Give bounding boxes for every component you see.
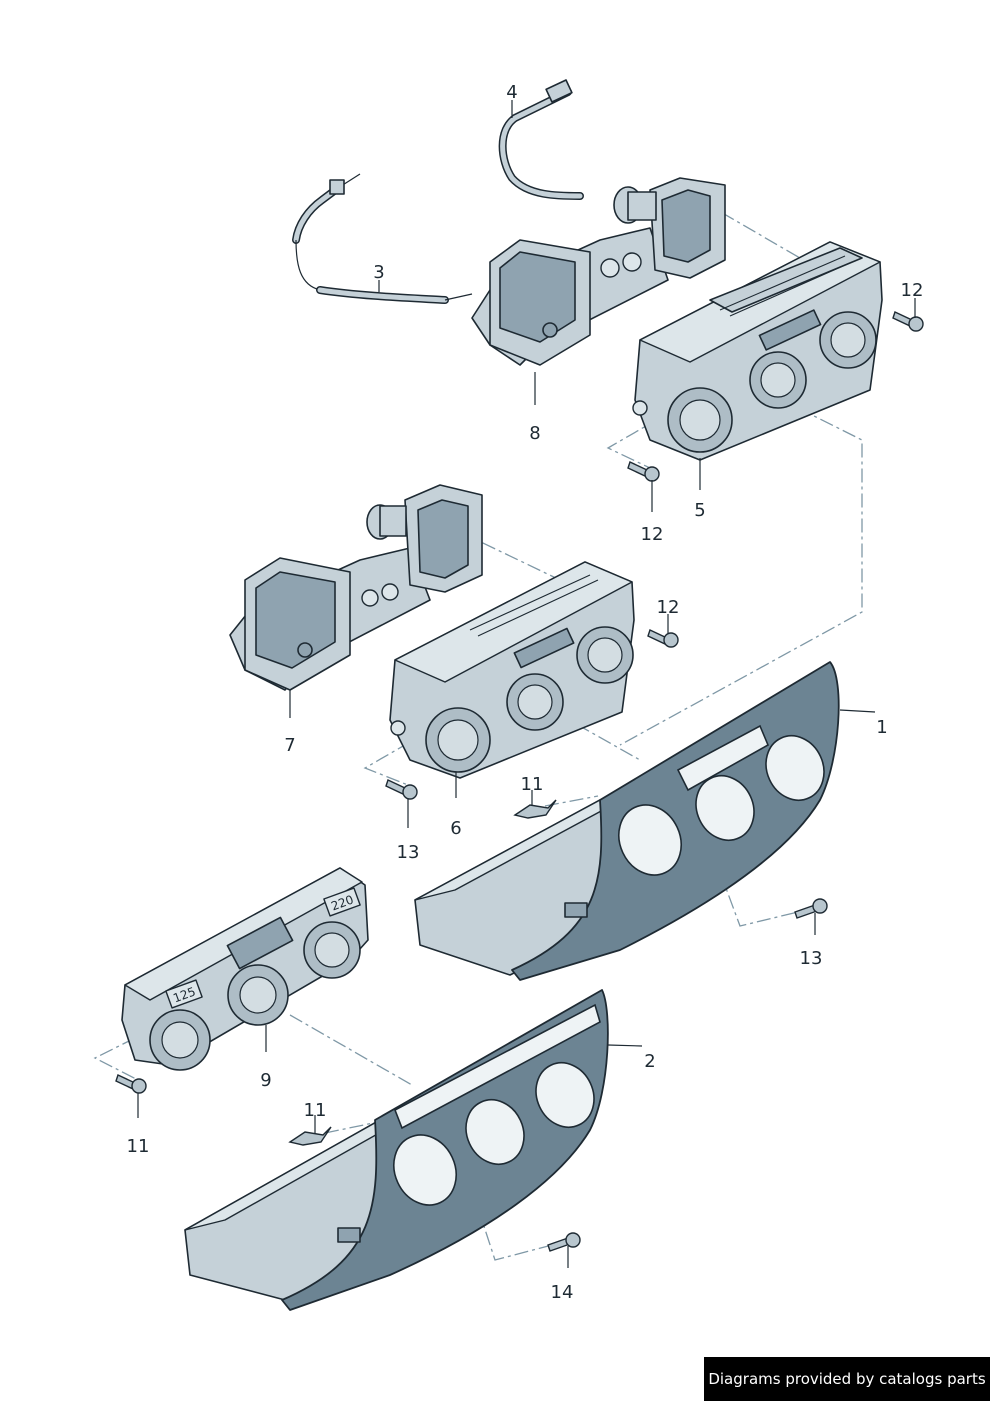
callout-2: 2 xyxy=(644,1051,655,1072)
callout-labels: 4 3 8 5 12 12 7 12 1 13 6 11 13 9 2 11 1… xyxy=(127,82,924,1303)
callout-11-upper: 11 xyxy=(521,774,544,795)
clip-11-upper xyxy=(513,799,557,819)
mounting-bracket-8 xyxy=(471,177,726,366)
callout-7: 7 xyxy=(284,735,295,756)
screw-14-bottom xyxy=(547,1232,581,1252)
mounting-bracket-7 xyxy=(229,484,483,691)
screw-13-top xyxy=(627,461,660,482)
credit-banner: Diagrams provided by catalogs parts xyxy=(704,1357,990,1401)
callout-13-bottom: 13 xyxy=(397,842,420,863)
callout-6: 6 xyxy=(450,818,461,839)
bowden-cable-3 xyxy=(292,173,473,304)
callout-14-top: 13 xyxy=(800,948,823,969)
callout-12-top: 12 xyxy=(901,280,924,301)
callout-13-top: 12 xyxy=(641,524,664,545)
callout-4: 4 xyxy=(506,82,517,103)
screw-12-middle xyxy=(647,629,679,648)
callout-9: 9 xyxy=(260,1070,271,1091)
screw-14-top xyxy=(794,898,828,919)
callout-8: 8 xyxy=(529,423,540,444)
climate-control-unit-5 xyxy=(632,241,883,461)
callout-14-bottom: 14 xyxy=(551,1282,574,1303)
trim-panel-2 xyxy=(184,989,609,1311)
screw-13-bottom xyxy=(385,779,418,800)
leader-lines xyxy=(137,100,916,1268)
callout-12-bottom: 11 xyxy=(127,1136,150,1157)
climate-control-unit-9: 125 220 xyxy=(121,867,369,1071)
clip-11-lower xyxy=(288,1126,332,1146)
trim-panel-1 xyxy=(414,661,840,981)
screw-12-bottom xyxy=(115,1074,147,1094)
callout-1: 1 xyxy=(876,717,887,738)
screw-12-top xyxy=(892,311,924,332)
callout-5: 5 xyxy=(694,500,705,521)
climate-control-unit-6 xyxy=(389,561,635,779)
bowden-cable-4 xyxy=(498,79,584,200)
callout-11-lower: 11 xyxy=(304,1100,327,1121)
callout-12-middle: 12 xyxy=(657,597,680,618)
callout-3: 3 xyxy=(373,262,384,283)
